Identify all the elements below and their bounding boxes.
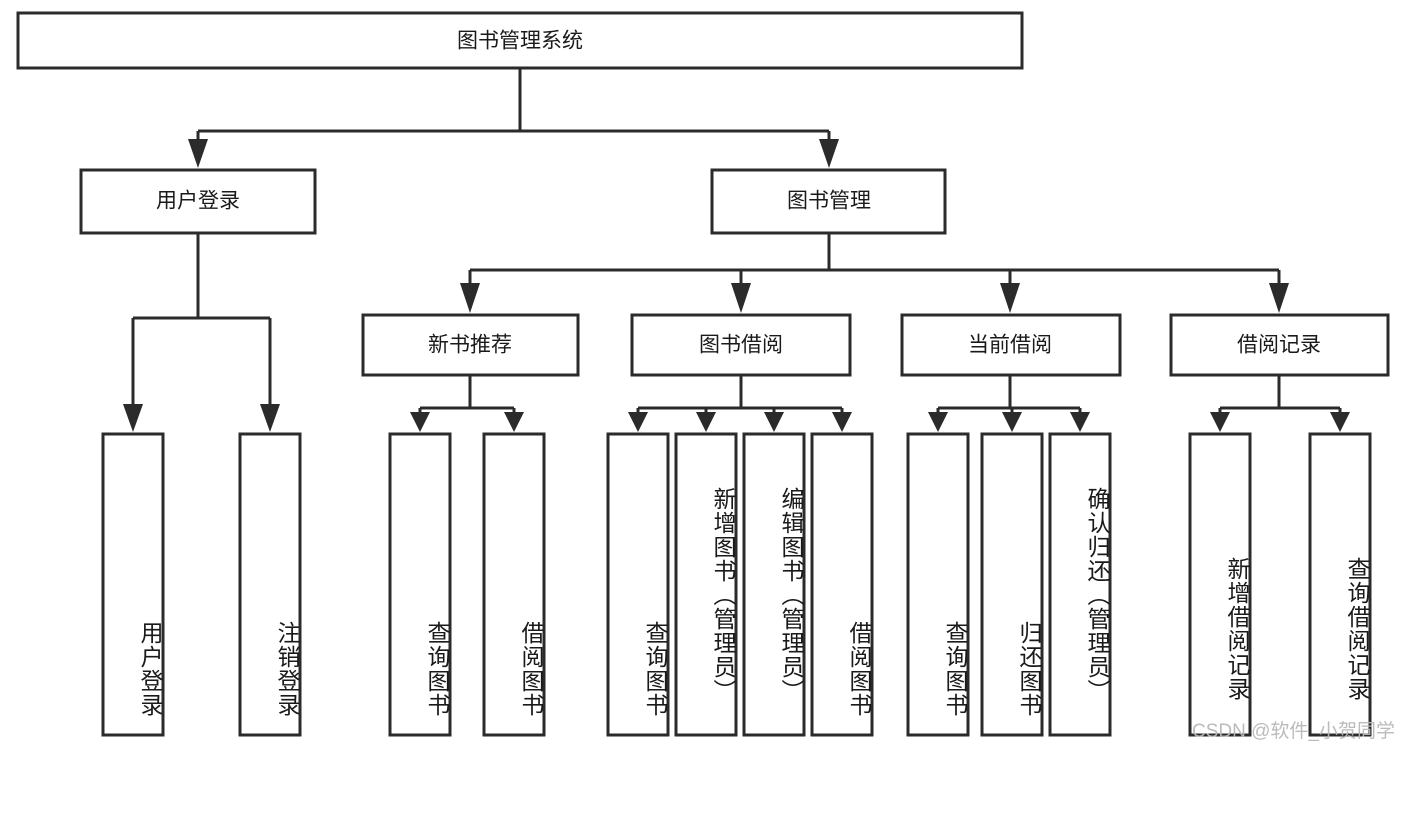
node-book-borrow[interactable]: 图书借阅: [630, 313, 852, 377]
arrow-user-login-leaf-2: [260, 404, 280, 432]
leaf-box-query-borrow-record[interactable]: [1308, 432, 1372, 737]
csdn-watermark: CSDN @软件_小贺同学: [1192, 721, 1395, 742]
arrow-user-login-leaf-1: [123, 404, 143, 432]
arrow-borrow-leaf-4: [832, 412, 852, 432]
arrow-borrow-leaf-1: [628, 412, 648, 432]
leaf-box-logout-login[interactable]: [238, 432, 302, 737]
node-root-box[interactable]: [16, 11, 1024, 70]
arrow-root-to-user-login: [188, 139, 208, 168]
node-new-book-recommend-box[interactable]: [361, 313, 580, 377]
node-book-manage[interactable]: 图书管理: [710, 168, 947, 235]
arrow-borrow-leaf-2: [696, 412, 716, 432]
node-current-borrow-box[interactable]: [900, 313, 1122, 377]
leaf-box-query-book-3[interactable]: [906, 432, 970, 737]
node-user-login-label: 用户登录: [156, 190, 240, 213]
arrow-borrow-leaf-3: [764, 412, 784, 432]
node-current-borrow-label: 当前借阅: [968, 334, 1052, 357]
arrow-record-leaf-1: [1210, 412, 1230, 432]
arrow-to-book-borrow: [731, 283, 751, 313]
leaf-box-query-book-1[interactable]: [388, 432, 452, 737]
node-root-label: 图书管理系统: [457, 30, 583, 53]
arrow-to-new-book-recommend: [460, 283, 480, 313]
leaf-box-borrow-book-1[interactable]: [482, 432, 546, 737]
arrow-to-borrow-record: [1269, 283, 1289, 313]
node-user-login[interactable]: 用户登录: [79, 168, 317, 235]
leaf-box-query-book-2[interactable]: [606, 432, 670, 737]
node-borrow-record-label: 借阅记录: [1237, 334, 1321, 357]
node-user-login-box[interactable]: [79, 168, 317, 235]
leaf-box-borrow-book-2[interactable]: [810, 432, 874, 737]
node-book-borrow-box[interactable]: [630, 313, 852, 377]
diagram-svg: 图书管理系统 用户登录 图书管理 新书推荐 图书借阅 当前借阅 借阅记录: [16, 11, 1390, 737]
node-book-manage-box[interactable]: [710, 168, 947, 235]
connectors-group: [123, 68, 1350, 432]
leaf-box-confirm-return[interactable]: [1048, 432, 1112, 737]
arrow-recommend-leaf-2: [504, 412, 524, 432]
arrow-to-current-borrow: [1000, 283, 1020, 313]
node-borrow-record[interactable]: 借阅记录: [1169, 313, 1390, 377]
leaf-box-edit-book-admin[interactable]: [742, 432, 806, 737]
node-new-book-recommend[interactable]: 新书推荐: [361, 313, 580, 377]
arrow-recommend-leaf-1: [410, 412, 430, 432]
node-root[interactable]: 图书管理系统: [16, 11, 1024, 70]
arrow-root-to-book-manage: [819, 139, 839, 168]
arrow-record-leaf-2: [1330, 412, 1350, 432]
node-new-book-recommend-label: 新书推荐: [428, 334, 512, 357]
arrow-current-leaf-1: [928, 412, 948, 432]
node-book-borrow-label: 图书借阅: [699, 334, 783, 357]
node-borrow-record-box[interactable]: [1169, 313, 1390, 377]
leaf-box-add-borrow-record[interactable]: [1188, 432, 1252, 737]
leaf-box-return-book[interactable]: [980, 432, 1044, 737]
diagram-canvas: 图书管理系统 用户登录 图书管理 新书推荐 图书借阅 当前借阅 借阅记录: [16, 11, 1395, 742]
arrow-current-leaf-3: [1070, 412, 1090, 432]
node-current-borrow[interactable]: 当前借阅: [900, 313, 1122, 377]
arrow-current-leaf-2: [1002, 412, 1022, 432]
leaf-boxes-group: [101, 432, 1372, 737]
node-book-manage-label: 图书管理: [787, 190, 871, 213]
leaf-box-add-book-admin[interactable]: [674, 432, 738, 737]
leaf-box-user-login[interactable]: [101, 432, 165, 737]
